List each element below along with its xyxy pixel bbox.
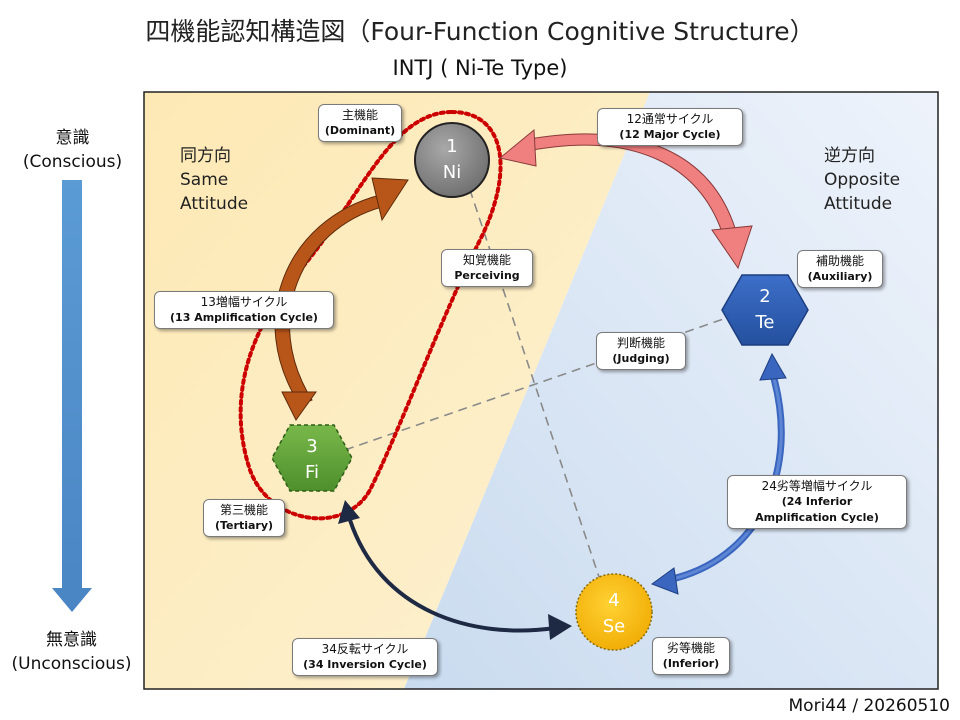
fi-node-number: 3 (306, 436, 318, 457)
se-node-label: 4 Se (584, 588, 644, 640)
se-node (575, 573, 653, 651)
cycle24-box: 24劣等増幅サイクル (24 Inferior Amplification Cy… (727, 475, 907, 529)
dominant-jp: 主機能 (341, 108, 378, 122)
ni-node-number: 1 (446, 136, 458, 157)
cycle13-jp: 13増幅サイクル (200, 295, 288, 309)
dominant-box: 主機能 (Dominant) (318, 104, 402, 142)
cycle24-arrowhead-se (650, 567, 679, 595)
credit-text: Mori44 / 20260510 (788, 696, 950, 716)
conscious-unconscious-arrow (52, 180, 92, 612)
cycle12-arrowhead-te (711, 225, 753, 270)
cycle34-jp: 34反転サイクル (321, 642, 409, 656)
cycle13-arrowhead-ni (371, 177, 409, 222)
dominant-en: (Dominant) (324, 124, 396, 137)
tertiary-jp: 第三機能 (219, 503, 268, 517)
se-node-number: 4 (608, 590, 620, 611)
perceiving-jp: 知覚機能 (462, 253, 511, 267)
cycle12-box: 12通常サイクル (12 Major Cycle) (597, 108, 743, 146)
cycle24-en1: (24 Inferior (781, 495, 853, 508)
ni-node-function: Ni (442, 162, 462, 183)
conscious-label-jp: 意識 (55, 128, 90, 148)
cycle12-en: (12 Major Cycle) (619, 128, 721, 141)
cycle34-arrow (348, 518, 557, 633)
same-attitude-en1: Same (180, 170, 229, 190)
cycle24-jp: 24劣等増幅サイクル (761, 479, 873, 493)
cycle13-box: 13増幅サイクル (13 Amplification Cycle) (154, 291, 334, 329)
cycle24-arrowhead-te (759, 352, 787, 381)
ni-node (414, 122, 490, 198)
cycle34-arrowhead-fi (338, 500, 360, 524)
opposite-attitude-region (404, 92, 938, 689)
cycle34-en: (34 Inversion Cycle) (303, 658, 427, 671)
judging-en: (Judging) (612, 352, 670, 365)
te-node (721, 274, 809, 346)
auxiliary-en: (Auxiliary) (807, 270, 873, 283)
inferior-box: 劣等機能 (Inferior) (652, 637, 730, 675)
perceiving-box: 知覚機能 Perceiving (441, 249, 533, 287)
unconscious-label: 無意識 (Unconscious) (4, 628, 139, 676)
diagram-frame (143, 91, 939, 690)
same-attitude-label: 同方向 Same Attitude (180, 144, 248, 216)
inferior-jp: 劣等機能 (666, 641, 715, 655)
judging-box: 判断機能 (Judging) (596, 332, 686, 370)
cycle34-box: 34反転サイクル (34 Inversion Cycle) (292, 638, 438, 676)
auxiliary-box: 補助機能 (Auxiliary) (797, 250, 883, 288)
te-node-label: 2 Te (735, 284, 795, 336)
unconscious-label-en: (Unconscious) (11, 654, 132, 674)
unconscious-label-jp: 無意識 (46, 630, 97, 650)
conscious-label: 意識 (Conscious) (10, 126, 135, 174)
cycle24-en2: Amplification Cycle) (755, 511, 879, 524)
auxiliary-jp: 補助機能 (815, 254, 864, 268)
fi-node-function: Fi (304, 462, 320, 483)
ni-node-label: 1 Ni (422, 134, 482, 186)
opposite-attitude-en2: Attitude (824, 194, 893, 214)
same-attitude-jp: 同方向 (180, 146, 231, 166)
te-node-number: 2 (759, 286, 771, 307)
perceiving-en: Perceiving (454, 269, 520, 282)
perceiving-axis (464, 174, 601, 581)
opposite-attitude-en1: Opposite (824, 170, 901, 190)
tertiary-en: (Tertiary) (214, 519, 274, 532)
judging-jp: 判断機能 (616, 336, 665, 350)
cycle12-arrowhead-ni (498, 128, 537, 167)
cycle13-en: (13 Amplification Cycle) (170, 311, 318, 324)
fi-node-label: 3 Fi (282, 434, 342, 486)
se-node-function: Se (602, 616, 626, 637)
page-subtitle: INTJ ( Ni-Te Type) (392, 56, 568, 80)
same-attitude-en2: Attitude (180, 194, 249, 214)
cycle34-arrowhead-se (548, 614, 572, 640)
conscious-label-en: (Conscious) (22, 152, 123, 172)
opposite-attitude-label: 逆方向 Opposite Attitude (824, 144, 900, 216)
te-node-function: Te (755, 312, 775, 333)
page-title: 四機能認知構造図（Four-Function Cognitive Structu… (145, 17, 815, 46)
fi-node (271, 424, 353, 492)
cycle13-arrowhead-fi (281, 391, 317, 421)
tertiary-box: 第三機能 (Tertiary) (203, 499, 285, 537)
judging-axis (344, 314, 736, 451)
same-attitude-region (144, 92, 650, 689)
opposite-attitude-jp: 逆方向 (824, 146, 875, 166)
cycle12-jp: 12通常サイクル (626, 112, 714, 126)
inferior-en: (Inferior) (662, 657, 720, 670)
